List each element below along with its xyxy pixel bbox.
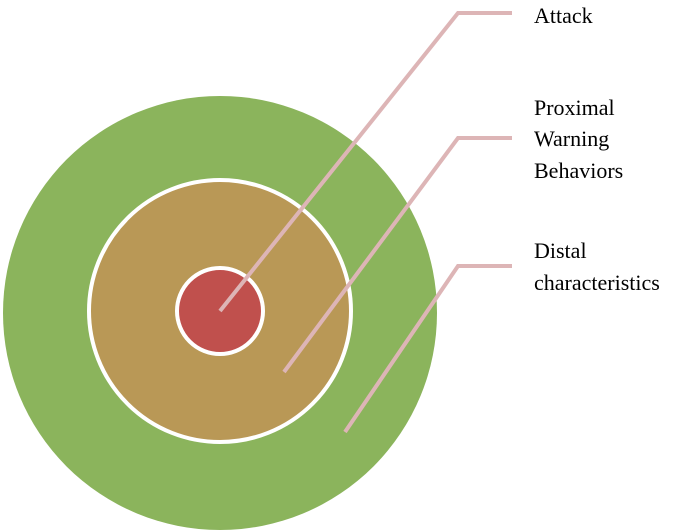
distal-label-line-1: Distal [534, 238, 587, 263]
attack-label: Attack [534, 3, 593, 28]
attack-leader-line [218, 11, 512, 313]
proximal-label-line-1: Proximal [534, 95, 615, 120]
proximal-label-line-2: Warning [534, 126, 609, 151]
proximal-leader-line [282, 136, 512, 374]
proximal-label-line-3: Behaviors [534, 158, 623, 183]
distal-label-line-2: characteristics [534, 270, 660, 295]
distal-leader-line [343, 264, 512, 434]
